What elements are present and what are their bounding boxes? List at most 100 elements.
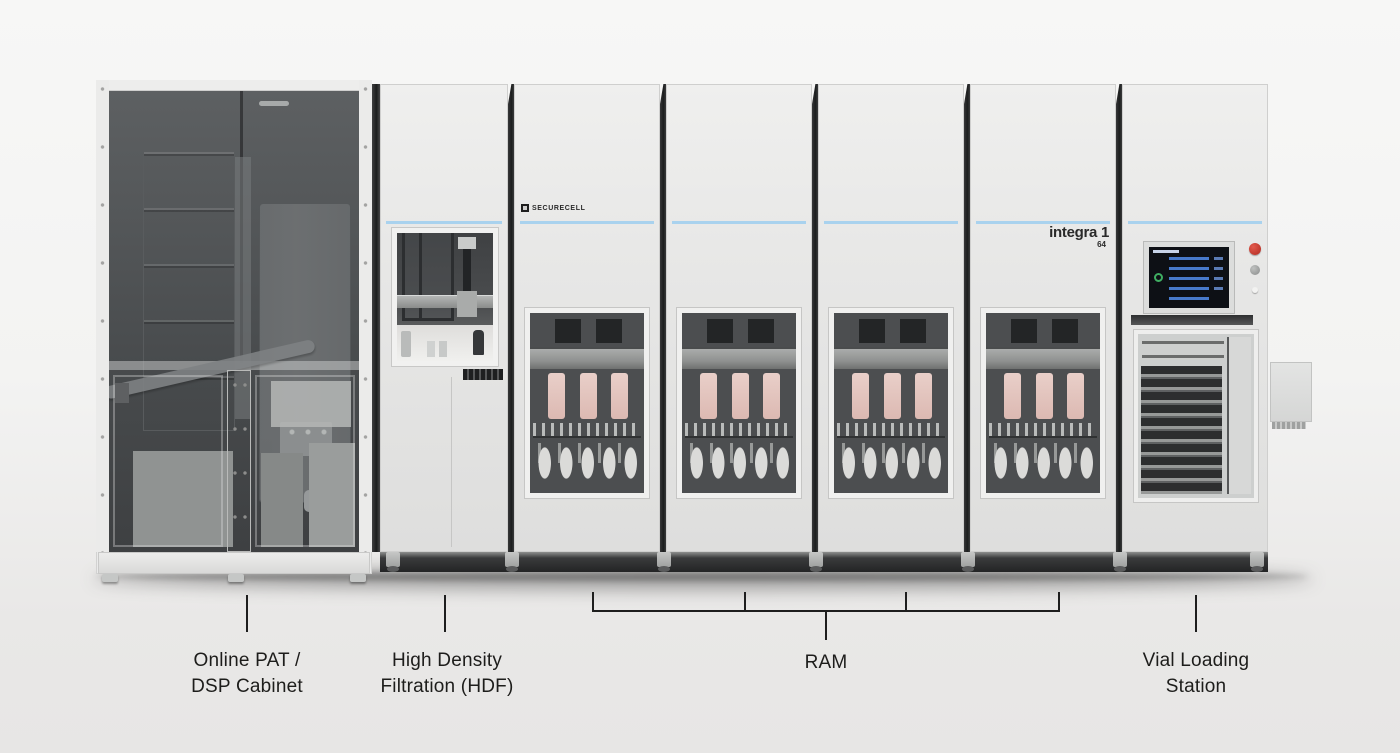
container <box>309 443 355 547</box>
vial <box>427 341 435 357</box>
leveling-foot <box>1250 552 1264 572</box>
label-line: Filtration (HDF) <box>380 676 514 697</box>
vial-station-interior <box>1138 334 1254 498</box>
securecell-logo-icon <box>521 204 529 212</box>
filter-column <box>1036 373 1054 419</box>
gantry-boom <box>397 295 493 308</box>
side-attachment-box <box>1270 362 1312 422</box>
contact-shadow <box>96 572 1308 581</box>
ram-module-1: SECURECELL <box>514 84 660 552</box>
hdf-module <box>380 84 508 552</box>
filter-column <box>762 373 780 419</box>
interior-frame-line <box>419 233 422 321</box>
module-seam <box>372 84 380 552</box>
filter-column <box>1066 373 1084 419</box>
ram-window <box>676 307 802 499</box>
filter-column <box>548 373 566 419</box>
vial-tray-stack <box>1141 366 1222 494</box>
online-pat-dsp-cabinet <box>96 80 372 582</box>
leveling-foot <box>961 552 975 572</box>
ram-window <box>980 307 1106 499</box>
vessel-row <box>990 437 1096 489</box>
label-line: Online PAT / <box>193 650 301 671</box>
filter-column <box>852 373 870 419</box>
ram-bracket-leader <box>825 612 827 640</box>
ram-bracket-tick <box>592 592 594 610</box>
vial <box>439 341 447 357</box>
label-line: Station <box>1165 676 1227 697</box>
ram-window <box>828 307 954 499</box>
ram-bracket-line <box>592 610 1060 612</box>
interior-light <box>259 101 289 106</box>
loading-tray-slot <box>1131 315 1253 325</box>
filter-column <box>700 373 718 419</box>
machine-base <box>380 552 1268 572</box>
ram-bracket-tick <box>1058 592 1060 610</box>
label-line: High Density <box>391 650 503 671</box>
hmi-panel <box>1143 241 1235 314</box>
module-seam <box>963 84 971 552</box>
transfer-rod <box>1142 355 1224 358</box>
filter-column <box>914 373 932 419</box>
cabinet-foot <box>102 574 118 582</box>
ram-window-interior <box>834 313 948 493</box>
gantry-rail <box>682 347 796 369</box>
actuator-head <box>707 319 734 343</box>
leveling-foot <box>386 552 400 572</box>
valve-row <box>837 423 945 438</box>
module-seam <box>811 84 819 552</box>
vessel-row <box>686 437 792 489</box>
label-hdf: High Density Filtration (HDF) <box>337 648 557 700</box>
actuator-head <box>748 319 775 343</box>
status-ring-icon <box>1154 273 1163 282</box>
vial-station-window <box>1133 329 1259 503</box>
leveling-foot <box>505 552 519 572</box>
estop-button <box>1249 243 1261 255</box>
vessel-row <box>838 437 944 489</box>
actuator-head <box>900 319 927 343</box>
ram-bracket-tick <box>744 592 746 610</box>
side-attachment-vent <box>1272 422 1306 429</box>
valve-row <box>533 423 641 438</box>
vent-slot <box>463 369 503 380</box>
ram-module-2 <box>666 84 812 552</box>
module-seam <box>1115 84 1123 552</box>
vessel-row <box>534 437 640 489</box>
accent-stripe <box>672 221 806 224</box>
container <box>261 453 303 547</box>
ram-bracket-tick <box>905 592 907 610</box>
leveling-foot <box>1113 552 1127 572</box>
glass-door-left <box>113 375 223 547</box>
filter-column <box>1004 373 1022 419</box>
leveling-foot <box>809 552 823 572</box>
label-online-pat-dsp: Online PAT / DSP Cabinet <box>137 648 357 700</box>
z-actuator <box>463 243 471 315</box>
transfer-rod <box>1142 341 1224 344</box>
key-button <box>1250 265 1260 275</box>
label-line: Vial Loading <box>1142 650 1250 671</box>
ram-module-4: integra 1 64 <box>970 84 1116 552</box>
glass-door-right <box>255 375 355 547</box>
work-deck <box>397 325 493 361</box>
actuator-head <box>596 319 623 343</box>
filter-column <box>610 373 628 419</box>
leader-line-vial-loading <box>1195 595 1197 632</box>
filter-column <box>732 373 750 419</box>
actuator-head <box>859 319 886 343</box>
frame-post-left <box>96 80 109 552</box>
actuator-head <box>458 237 476 249</box>
ram-window-interior <box>986 313 1100 493</box>
hmi-screen <box>1149 247 1229 308</box>
valve-row <box>989 423 1097 438</box>
ram-module-3 <box>818 84 964 552</box>
accent-stripe <box>386 221 502 224</box>
label-line: DSP Cabinet <box>191 676 303 697</box>
lift-rail <box>1227 337 1251 494</box>
instrument-tower <box>143 151 235 431</box>
vial-loading-station <box>1122 84 1268 552</box>
junction-box <box>115 383 129 403</box>
cabinet-foot <box>228 574 244 582</box>
actuator-head <box>1011 319 1038 343</box>
cabinet-base <box>98 552 370 574</box>
gantry-rail <box>530 347 644 369</box>
